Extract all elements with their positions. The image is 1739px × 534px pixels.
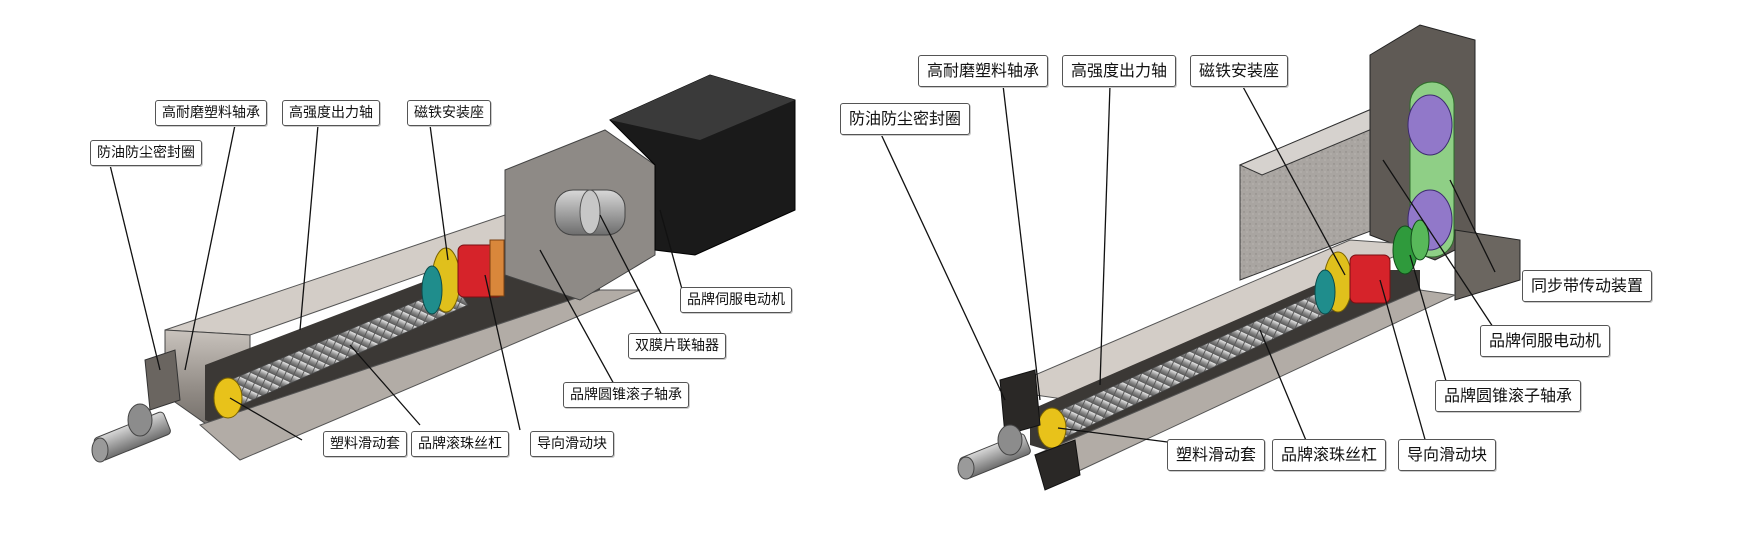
left-label-output-shaft: 高强度出力轴 — [282, 100, 380, 126]
right-plastic-sleeve — [1037, 407, 1067, 449]
left-label-guide-block: 导向滑动块 — [530, 431, 614, 457]
right-label-magnet-mount: 磁铁安装座 — [1190, 55, 1289, 87]
right-guide-block — [1349, 254, 1391, 304]
right-label-guide-block: 导向滑动块 — [1398, 439, 1497, 471]
left-shaft-nut — [127, 403, 153, 437]
left-label-taper-bearing: 品牌圆锥滚子轴承 — [563, 382, 689, 408]
left-coupling-disc — [579, 189, 601, 235]
left-label-servo-motor: 品牌伺服电动机 — [680, 287, 792, 313]
right-label-plastic-sleeve: 塑料滑动套 — [1167, 439, 1266, 471]
left-leaders — [109, 124, 686, 441]
right-label-wear-bearing: 高耐磨塑料轴承 — [918, 55, 1049, 87]
left-end-cap — [144, 349, 181, 411]
left-label-wear-bearing: 高耐磨塑料轴承 — [155, 100, 267, 126]
left-label-magnet-mount: 磁铁安装座 — [407, 100, 491, 126]
right-label-ball-screw: 品牌滚珠丝杠 — [1272, 439, 1387, 471]
right-actuator — [957, 24, 1521, 491]
right-pulley-top — [1407, 94, 1453, 156]
left-bronze-ring — [489, 239, 505, 297]
left-actuator — [91, 74, 796, 463]
right-end-cap-lower — [1034, 439, 1081, 491]
left-tube-bottom — [199, 289, 641, 461]
right-shaft-tip — [957, 456, 975, 480]
left-plastic-sleeve — [213, 377, 243, 419]
left-motor-top — [610, 75, 795, 140]
right-label-sync-belt: 同步带传动装置 — [1522, 270, 1653, 302]
left-label-ball-screw: 品牌滚珠丝杠 — [411, 431, 509, 457]
left-label-coupling: 双膜片联轴器 — [628, 333, 726, 359]
right-label-oil-seal: 防油防尘密封圈 — [840, 103, 971, 135]
right-shaft-nut — [997, 424, 1023, 456]
right-label-servo-motor: 品牌伺服电动机 — [1480, 325, 1611, 357]
right-teal-ring — [1314, 269, 1336, 315]
left-label-plastic-sleeve: 塑料滑动套 — [323, 431, 407, 457]
left-teal-ring — [421, 265, 443, 315]
right-label-output-shaft: 高强度出力轴 — [1062, 55, 1177, 87]
right-bracket-foot — [1454, 229, 1521, 301]
right-label-taper-bearing: 品牌圆锥滚子轴承 — [1435, 380, 1582, 412]
right-end-cap — [999, 369, 1041, 436]
right-taper-bearing-2 — [1410, 219, 1430, 261]
left-shaft-tip — [91, 437, 109, 463]
left-label-oil-seal: 防油防尘密封圈 — [90, 140, 202, 166]
right-tube-cavity — [1030, 270, 1420, 460]
